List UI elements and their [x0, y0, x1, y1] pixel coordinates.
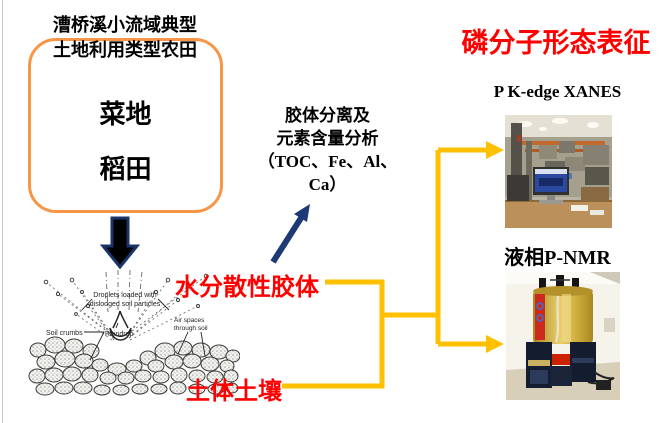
air-spaces-label-line1: Air spaces [174, 317, 205, 324]
droplets-label-line2: dislodged soil particles [90, 301, 161, 308]
analysis-line3: （TOC、Fe、Al、 [257, 152, 398, 171]
label-pointers [81, 298, 206, 361]
soil-raindrop-illustration: Droplets loaded with dislodged soil part… [28, 269, 240, 396]
down-block-arrow-icon [99, 216, 141, 270]
soil-crumbs-label: Soil crumbs [46, 330, 83, 337]
colloid-analysis-text: 胶体分离及 元素含量分析 （TOC、Fe、Al、 Ca） [240, 104, 415, 196]
xanes-beamline-photo [505, 115, 612, 228]
box-title-line1: 漕桥溪小流域典型 [53, 15, 197, 35]
nmr-arrow-icon [486, 335, 504, 353]
nmr-supports [526, 342, 596, 388]
nmr-spectrometer-photo [506, 272, 620, 400]
land-use-box-title: 漕桥溪小流域典型 土地利用类型农田 [26, 13, 224, 63]
phosphorus-speciation-title: 磷分子形态表征 [461, 28, 651, 58]
nmr-cables [587, 371, 615, 390]
land-use-box [28, 38, 223, 213]
soil-crumbs [28, 336, 240, 396]
rain-lines [105, 269, 143, 313]
raindrop-label: Raindrop [105, 331, 134, 338]
analysis-line2: 元素含量分析 [276, 129, 379, 148]
splash-droplets [43, 273, 209, 316]
analysis-line1: 胶体分离及 [285, 106, 370, 125]
raindrop-splash [109, 310, 132, 341]
nmr-magnet [533, 275, 593, 344]
xanes-arrow-icon [486, 141, 504, 159]
xanes-label: P K-edge XANES [493, 82, 622, 101]
analysis-line4: Ca） [308, 175, 347, 194]
land-use-vegetable-field: 菜地 [99, 99, 152, 129]
up-right-arrow-icon [270, 204, 310, 264]
beamline-monitor [533, 167, 569, 204]
bulk-soil-label: 土体土壤 [186, 378, 282, 405]
air-spaces-label-line2: through soil [174, 325, 208, 332]
slide-edge-line [2, 0, 3, 423]
box-title-line2: 土地利用类型农田 [53, 40, 197, 60]
splash-trajectories [45, 275, 207, 341]
droplets-label-line1: Droplets loaded with [93, 292, 157, 299]
land-use-paddy-field: 稻田 [99, 154, 152, 184]
water-dispersible-colloid-label: 水分散性胶体 [175, 274, 319, 301]
nmr-label: 液相P-NMR [504, 247, 611, 269]
